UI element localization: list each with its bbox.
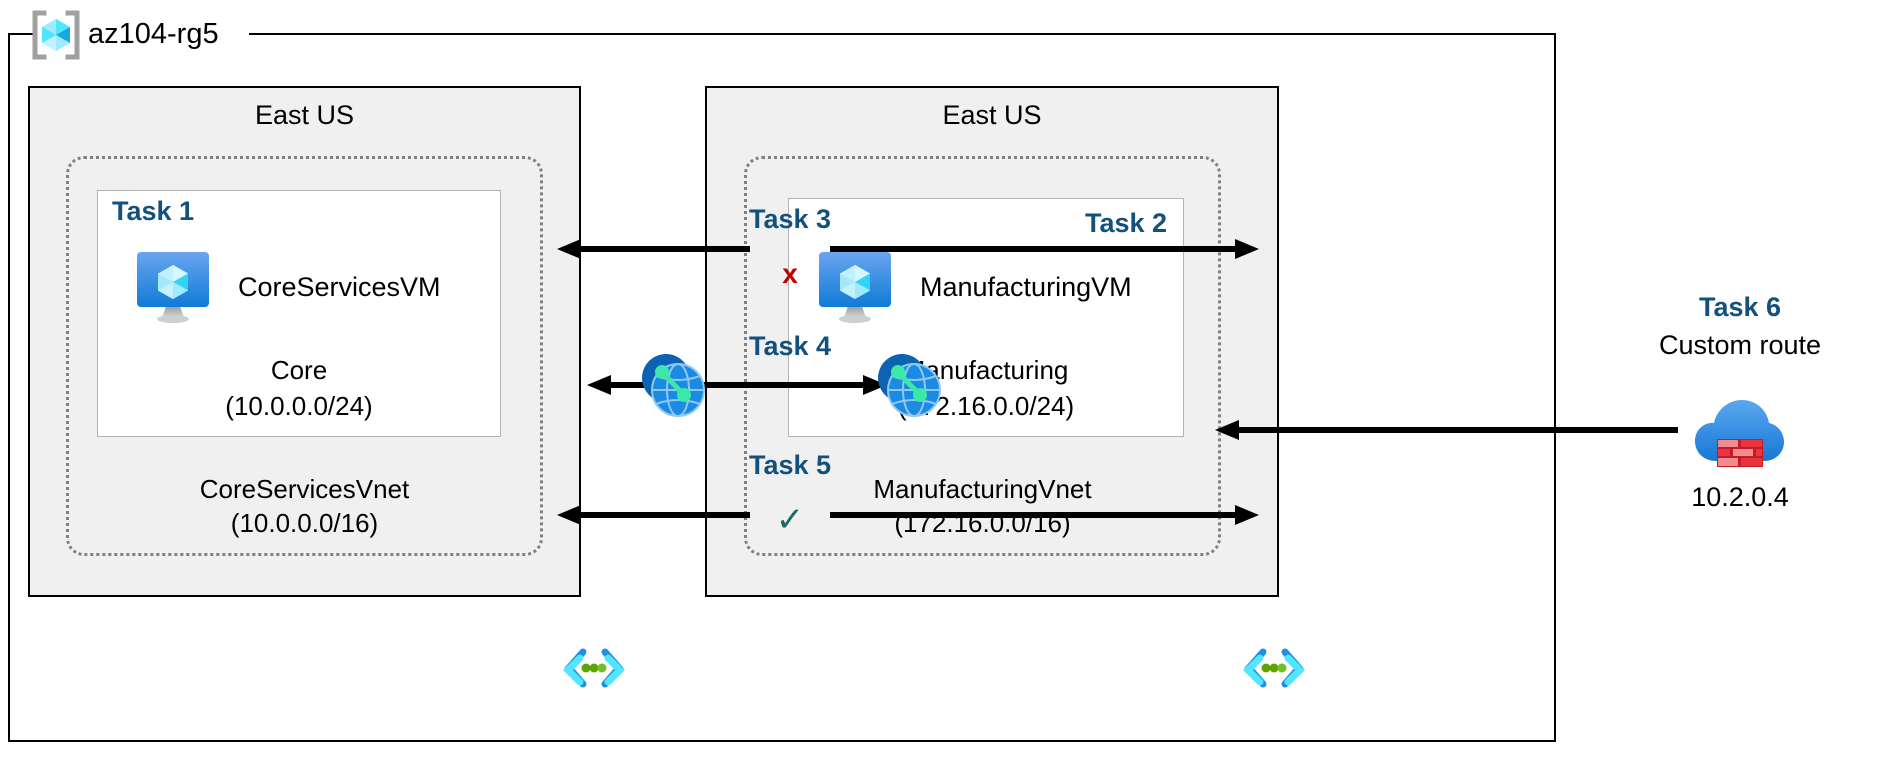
vm-name-manufacturing: ManufacturingVM: [920, 271, 1132, 302]
subnet-code-icon: [563, 648, 625, 688]
virtual-machine-icon: [819, 252, 891, 323]
task-4-label: Task 4: [748, 331, 832, 361]
subnet-info-core: Core (10.0.0.0/24): [97, 352, 501, 424]
task-5-label: Task 5: [748, 450, 832, 480]
region-label-left: East US: [254, 100, 355, 130]
vnet-boundary-coreservices: [66, 156, 543, 556]
task-1-label: Task 1: [112, 196, 195, 226]
task-3-status-cross: x: [782, 258, 798, 289]
task-3-label: Task 3: [748, 204, 832, 234]
vnet-peering-icon: [642, 354, 705, 417]
vnet-peering-icon: [878, 354, 941, 417]
connection-arrow-task5: [557, 505, 1259, 525]
subnet-cidr-core: (10.0.0.0/24): [225, 391, 373, 421]
task-6-description: Custom route: [1658, 330, 1822, 360]
resource-group-icon: [32, 10, 80, 60]
vm-name-coreservices: CoreServicesVM: [238, 271, 441, 302]
virtual-machine-icon: [137, 252, 209, 323]
subnet-code-icon: [1243, 648, 1305, 688]
resource-group-boundary: [8, 33, 1556, 742]
subnet-name-core: Core: [270, 355, 328, 385]
vnet-cidr-coreservices: (10.0.0.0/16): [230, 508, 379, 538]
vnet-name-coreservices: CoreServicesVnet: [199, 474, 410, 504]
resource-group-name: az104-rg5: [88, 18, 219, 50]
task-6-ip-address: 10.2.0.4: [1691, 482, 1789, 512]
region-label-right: East US: [942, 100, 1042, 130]
vm-manufacturing: ManufacturingVM: [812, 248, 1132, 326]
vm-coreservices: CoreServicesVM: [130, 248, 441, 326]
connection-arrow-task4: [587, 375, 887, 395]
connection-arrow-task3: [557, 239, 1259, 259]
vnet-boundary-manufacturing: [744, 156, 1221, 556]
firewall-cloud-icon: [1695, 400, 1784, 467]
task-6-label: Task 6: [1698, 292, 1782, 322]
connection-arrow-task6: [1215, 420, 1678, 440]
vnet-info-coreservices: CoreServicesVnet (10.0.0.0/16): [66, 472, 543, 540]
task-5-status-check: ✓: [775, 501, 805, 539]
vnet-name-manufacturing: ManufacturingVnet: [873, 474, 1092, 504]
task-2-label: Task 2: [1085, 208, 1168, 238]
